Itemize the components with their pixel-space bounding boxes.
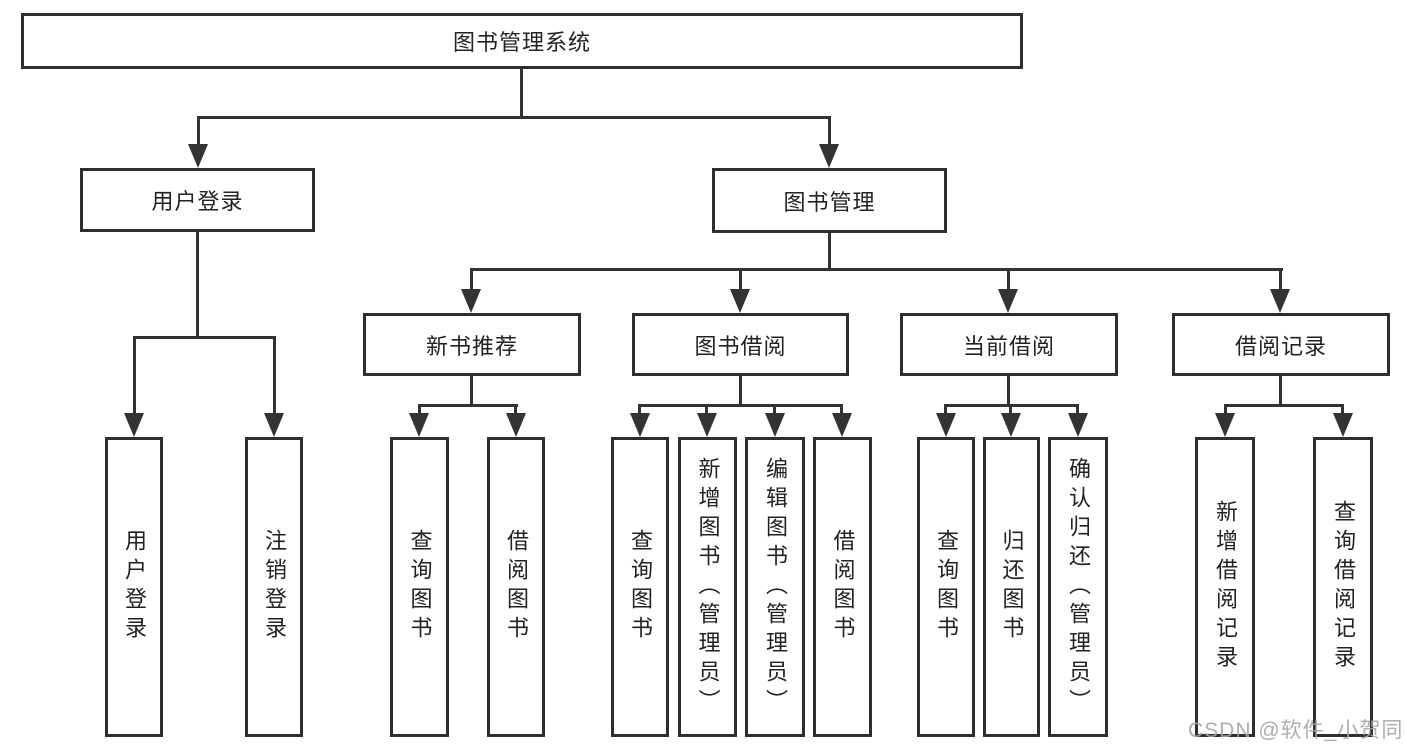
connector-drop <box>840 404 843 418</box>
leaf-confirm-return-admin: 确认归还（管理员） <box>1048 437 1108 737</box>
leaf-add-book-admin-label: 新增图书（管理员） <box>695 456 721 718</box>
node-user-login: 用户登录 <box>80 168 315 232</box>
arrow-down-icon <box>124 413 144 437</box>
leaf-user-login-label: 用户登录 <box>122 529 147 645</box>
node-root-label: 图书管理系统 <box>452 30 591 55</box>
arrow-down-icon <box>765 413 785 437</box>
arrow-down-icon <box>832 413 852 437</box>
leaf-logout-label: 注销登录 <box>262 529 287 645</box>
connector-drop <box>418 404 421 418</box>
node-borrow-records: 借阅记录 <box>1172 313 1390 376</box>
leaf-borrow-book-label: 借阅图书 <box>830 529 856 645</box>
node-borrow-records-label: 借阅记录 <box>1234 333 1327 359</box>
leaf-return-book: 归还图书 <box>983 437 1040 737</box>
connector-drop-leaf-login <box>133 336 136 420</box>
connector-new-book-stem <box>470 376 473 407</box>
node-book-management-label: 图书管理 <box>783 189 876 215</box>
leaf-recommend-query-book-label: 查询图书 <box>407 529 433 645</box>
leaf-borrow-book: 借阅图书 <box>813 437 872 737</box>
node-user-login-label: 用户登录 <box>151 189 244 214</box>
connector-borrow-records-rail <box>1224 404 1344 407</box>
arrow-down-icon <box>819 144 839 168</box>
connector-book-borrow-rail <box>638 404 843 407</box>
connector-drop <box>773 404 776 418</box>
connector-level1-rail <box>197 116 831 119</box>
connector-user-login-rail <box>133 336 276 339</box>
arrow-down-icon <box>506 413 526 437</box>
node-new-book-recommend: 新书推荐 <box>363 313 581 376</box>
node-book-borrow-label: 图书借阅 <box>694 333 787 359</box>
arrow-down-icon <box>998 289 1018 313</box>
node-current-borrow-label: 当前借阅 <box>962 333 1055 359</box>
leaf-edit-book-admin: 编辑图书（管理员） <box>745 437 805 737</box>
connector-drop <box>1341 404 1344 418</box>
csdn-watermark: CSDN @软件_小贺同学 <box>1188 719 1405 742</box>
leaf-confirm-return-admin-label: 确认归还（管理员） <box>1066 456 1091 718</box>
leaf-recommend-borrow-book-label: 借阅图书 <box>504 529 529 645</box>
leaf-add-book-admin: 新增图书（管理员） <box>678 437 737 737</box>
arrow-down-icon <box>1001 413 1021 437</box>
connector-current-borrow-stem <box>1007 376 1010 407</box>
connector-book-management-stem <box>828 233 831 271</box>
connector-drop-new-book <box>470 268 473 294</box>
leaf-current-query-book: 查询图书 <box>917 437 975 737</box>
connector-user-login-stem <box>196 232 199 338</box>
arrow-down-icon <box>1333 413 1353 437</box>
connector-drop <box>944 404 947 418</box>
node-book-borrow: 图书借阅 <box>632 313 849 376</box>
node-root: 图书管理系统 <box>21 13 1023 69</box>
leaf-return-book-label: 归还图书 <box>999 529 1025 645</box>
connector-drop <box>1224 404 1227 418</box>
arrow-down-icon <box>730 289 750 313</box>
arrow-down-icon <box>1215 413 1235 437</box>
arrow-down-icon <box>461 289 481 313</box>
connector-book-borrow-stem <box>739 376 742 407</box>
leaf-logout: 注销登录 <box>245 437 303 737</box>
leaf-borrow-query-book-label: 查询图书 <box>628 529 653 645</box>
arrow-down-icon <box>1068 413 1088 437</box>
connector-drop-book-borrow <box>739 268 742 294</box>
leaf-query-borrow-record: 查询借阅记录 <box>1313 437 1373 737</box>
connector-drop-borrow-records <box>1279 268 1282 294</box>
leaf-user-login: 用户登录 <box>105 437 163 737</box>
arrow-down-icon <box>188 144 208 168</box>
connector-drop <box>514 404 517 418</box>
leaf-current-query-book-label: 查询图书 <box>934 529 959 645</box>
leaf-add-borrow-record: 新增借阅记录 <box>1195 437 1255 737</box>
connector-root-stem <box>520 69 523 118</box>
leaf-recommend-query-book: 查询图书 <box>390 437 449 737</box>
connector-drop <box>1009 404 1012 418</box>
connector-level3-rail <box>470 268 1283 271</box>
connector-drop-book-management <box>828 116 831 150</box>
connector-drop <box>1076 404 1079 418</box>
leaf-recommend-borrow-book: 借阅图书 <box>487 437 545 737</box>
connector-drop-leaf-logout <box>273 336 276 420</box>
leaf-edit-book-admin-label: 编辑图书（管理员） <box>763 456 788 718</box>
node-book-management: 图书管理 <box>712 168 947 233</box>
arrow-down-icon <box>1270 289 1290 313</box>
leaf-borrow-query-book: 查询图书 <box>611 437 669 737</box>
connector-drop-current-borrow <box>1007 268 1010 294</box>
connector-new-book-rail <box>418 404 518 407</box>
node-current-borrow: 当前借阅 <box>900 313 1118 376</box>
arrow-down-icon <box>936 413 956 437</box>
arrow-down-icon <box>264 413 284 437</box>
leaf-query-borrow-record-label: 查询借阅记录 <box>1331 500 1356 674</box>
connector-drop <box>638 404 641 418</box>
leaf-add-borrow-record-label: 新增借阅记录 <box>1213 500 1238 674</box>
connector-borrow-records-stem <box>1279 376 1282 407</box>
node-new-book-recommend-label: 新书推荐 <box>425 333 518 359</box>
arrow-down-icon <box>630 413 650 437</box>
arrow-down-icon <box>409 413 429 437</box>
arrow-down-icon <box>697 413 717 437</box>
connector-drop <box>705 404 708 418</box>
connector-drop-user-login <box>197 116 200 150</box>
